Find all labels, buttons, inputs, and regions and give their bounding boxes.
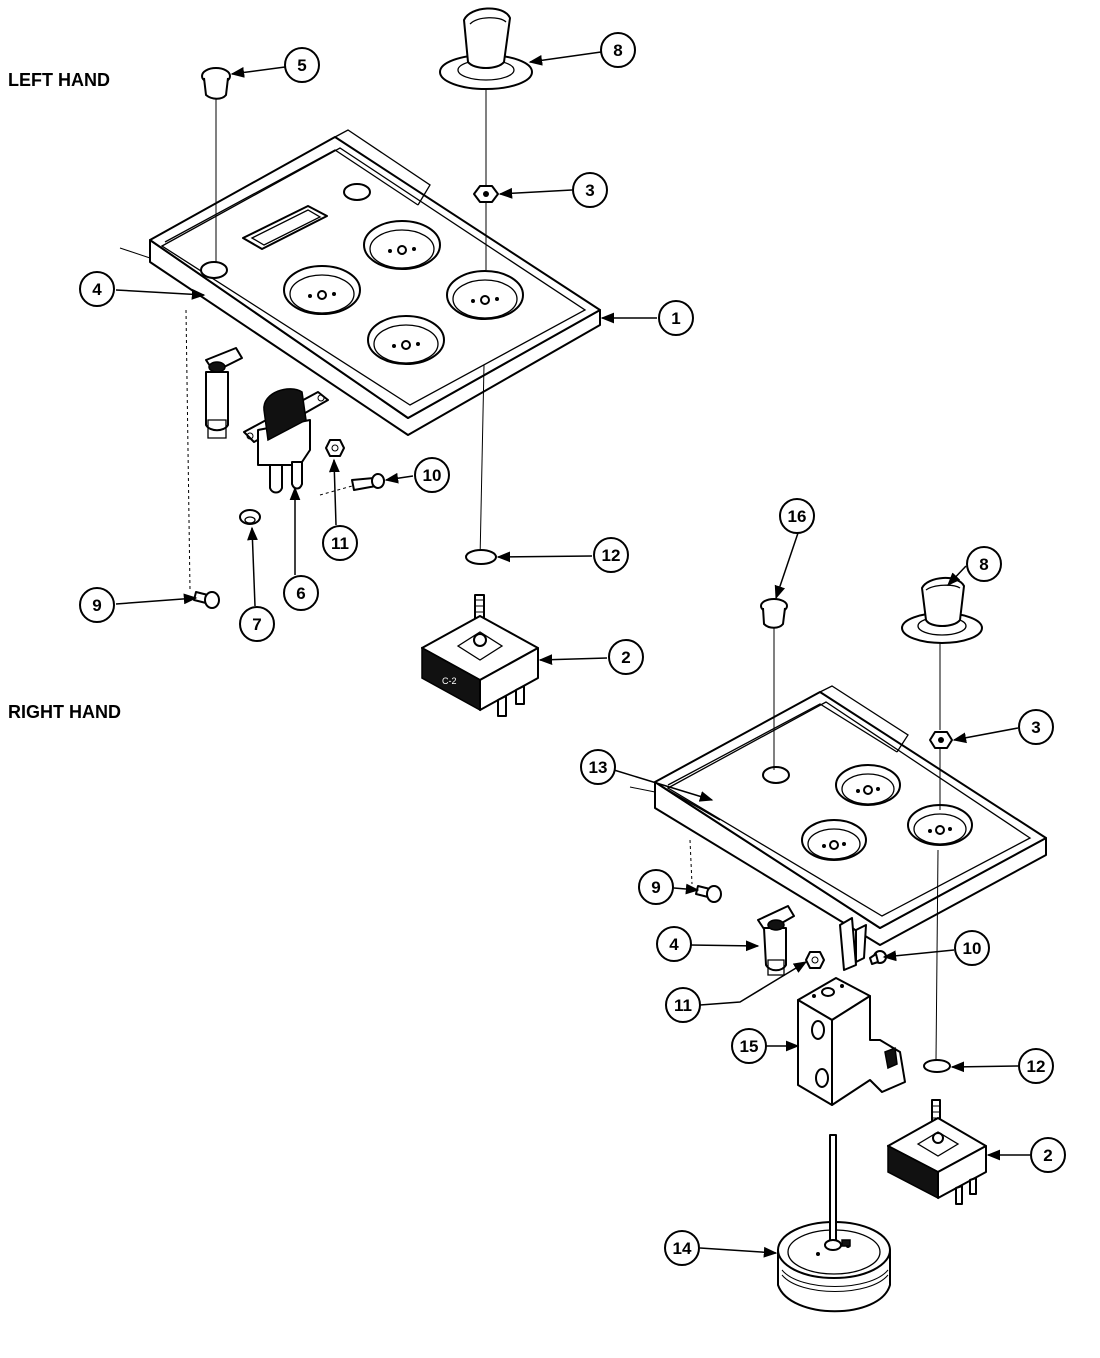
svg-text:10: 10 bbox=[963, 939, 982, 958]
svg-text:16: 16 bbox=[788, 507, 807, 526]
callout-left-10: 10 bbox=[414, 457, 450, 493]
svg-text:14: 14 bbox=[673, 1239, 692, 1258]
right-indicator-cap bbox=[760, 598, 788, 629]
callout-right-13: 13 bbox=[580, 749, 616, 785]
left-knob bbox=[439, 7, 533, 90]
right-indicator-light bbox=[757, 905, 795, 976]
left-screw-10 bbox=[319, 473, 385, 496]
right-mounting-bracket bbox=[797, 977, 906, 1106]
svg-text:8: 8 bbox=[979, 555, 988, 574]
callout-right-16: 16 bbox=[779, 498, 815, 534]
svg-text:15: 15 bbox=[740, 1037, 759, 1056]
svg-text:7: 7 bbox=[252, 615, 261, 634]
left-hex-nut bbox=[325, 439, 345, 457]
left-indicator-light bbox=[205, 347, 243, 439]
svg-text:1: 1 bbox=[671, 309, 680, 328]
svg-text:C-2: C-2 bbox=[442, 676, 457, 686]
callout-right-11: 11 bbox=[665, 987, 701, 1023]
callout-left-9: 9 bbox=[79, 587, 115, 623]
svg-text:11: 11 bbox=[331, 534, 349, 553]
right-control-panel bbox=[629, 685, 1047, 946]
svg-text:2: 2 bbox=[1043, 1146, 1052, 1165]
callout-right-9: 9 bbox=[638, 869, 674, 905]
callout-left-1: 1 bbox=[658, 300, 694, 336]
svg-text:5: 5 bbox=[297, 56, 306, 75]
callout-left-6: 6 bbox=[283, 575, 319, 611]
callout-left-5: 5 bbox=[284, 47, 320, 83]
left-o-ring bbox=[465, 549, 497, 565]
left-indicator-cap bbox=[201, 67, 231, 100]
callout-left-12: 12 bbox=[593, 537, 629, 573]
left-hand-assembly: C-2 bbox=[119, 7, 601, 717]
svg-text:4: 4 bbox=[669, 935, 679, 954]
right-infinite-switch bbox=[887, 1099, 987, 1205]
svg-text:4: 4 bbox=[92, 280, 102, 299]
callout-right-12: 12 bbox=[1018, 1048, 1054, 1084]
svg-text:10: 10 bbox=[423, 466, 442, 485]
right-thermostat bbox=[777, 1134, 891, 1313]
svg-text:13: 13 bbox=[589, 758, 608, 777]
left-knob-nut bbox=[473, 185, 499, 203]
left-callouts: 5 8 3 1 4 6 7 9 10 11 12 2 bbox=[79, 32, 694, 675]
callout-right-4: 4 bbox=[656, 926, 692, 962]
svg-text:2: 2 bbox=[621, 648, 630, 667]
svg-text:11: 11 bbox=[674, 996, 692, 1015]
callout-right-10: 10 bbox=[954, 930, 990, 966]
callout-right-3: 3 bbox=[1018, 709, 1054, 745]
callout-right-15: 15 bbox=[731, 1028, 767, 1064]
left-screw-9 bbox=[193, 591, 220, 609]
callout-left-3: 3 bbox=[572, 172, 608, 208]
leader-lines bbox=[115, 51, 1030, 1258]
right-callouts: 8 16 3 13 9 4 10 11 15 12 2 14 bbox=[580, 498, 1066, 1266]
right-knob-nut bbox=[929, 731, 953, 749]
right-hand-label: RIGHT HAND bbox=[8, 702, 121, 722]
left-infinite-switch: C-2 bbox=[421, 594, 539, 717]
right-hand-assembly bbox=[629, 577, 1047, 1313]
svg-text:9: 9 bbox=[92, 596, 101, 615]
left-washer bbox=[239, 509, 261, 525]
right-knob bbox=[901, 577, 983, 644]
callout-left-4: 4 bbox=[79, 271, 115, 307]
right-hex-nut bbox=[805, 951, 825, 969]
callout-left-11: 11 bbox=[322, 525, 358, 561]
svg-text:3: 3 bbox=[585, 181, 594, 200]
svg-text:6: 6 bbox=[296, 584, 305, 603]
svg-text:3: 3 bbox=[1031, 718, 1040, 737]
svg-text:12: 12 bbox=[602, 546, 621, 565]
callout-right-14: 14 bbox=[664, 1230, 700, 1266]
callout-left-7: 7 bbox=[239, 606, 275, 642]
svg-text:12: 12 bbox=[1027, 1057, 1046, 1076]
callout-right-2: 2 bbox=[1030, 1137, 1066, 1173]
right-screw-10 bbox=[869, 950, 887, 965]
callout-right-8: 8 bbox=[966, 546, 1002, 582]
callout-left-2: 2 bbox=[608, 639, 644, 675]
right-screw-9 bbox=[695, 885, 722, 903]
svg-text:8: 8 bbox=[613, 41, 622, 60]
left-hand-label: LEFT HAND bbox=[8, 70, 110, 90]
svg-text:9: 9 bbox=[651, 878, 660, 897]
left-control-panel bbox=[119, 129, 601, 436]
callout-left-8: 8 bbox=[600, 32, 636, 68]
right-o-ring bbox=[923, 1059, 951, 1073]
left-rocker-switch bbox=[243, 388, 329, 494]
